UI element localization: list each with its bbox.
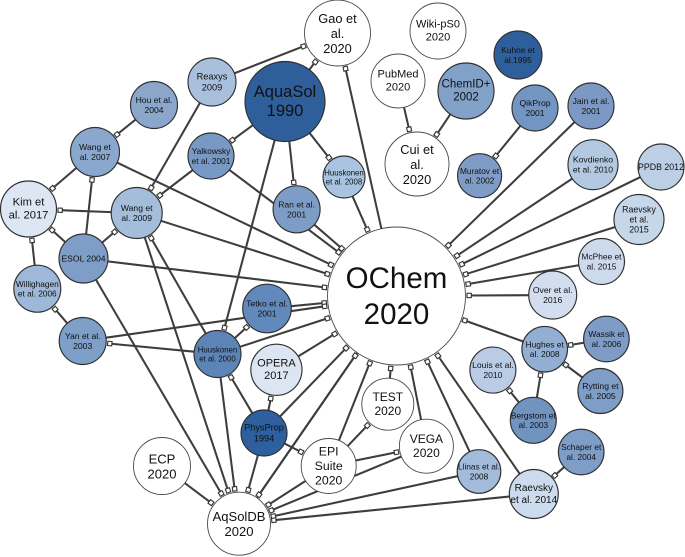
- svg-text:Jain et al.2001: Jain et al.2001: [573, 96, 610, 116]
- svg-text:ESOL 2004: ESOL 2004: [61, 254, 105, 264]
- svg-text:Hou et al.2004: Hou et al.2004: [136, 95, 173, 115]
- svg-text:Louis et al.2010: Louis et al.2010: [472, 360, 514, 380]
- svg-text:Tetko et al.2001: Tetko et al.2001: [246, 299, 288, 319]
- svg-text:Over et al.2016: Over et al.2016: [533, 285, 573, 305]
- svg-text:PPDB 2012: PPDB 2012: [638, 162, 684, 172]
- svg-text:Ran et al.2001: Ran et al.2001: [278, 199, 315, 219]
- svg-text:Yan et al.2003: Yan et al.2003: [65, 331, 101, 351]
- svg-text:Llinas et al.2008: Llinas et al.2008: [458, 462, 500, 482]
- svg-text:ChemID+2002: ChemID+2002: [442, 78, 491, 103]
